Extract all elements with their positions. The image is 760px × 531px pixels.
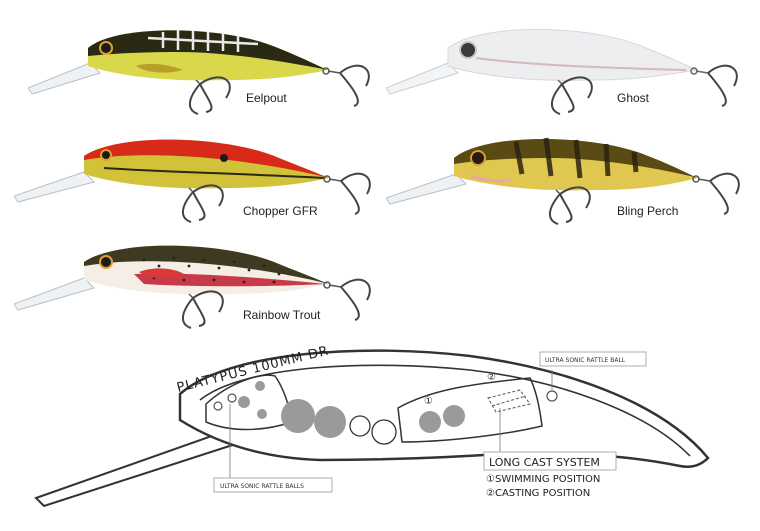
rattle-ball-label: ULTRA SONIC RATTLE BALL — [545, 357, 626, 364]
lure-label-ghost: Ghost — [617, 91, 650, 105]
rattle-balls-label: ULTRA SONIC RATTLE BALLS — [220, 483, 304, 490]
lure-chopper-gfr: Chopper GFR — [14, 128, 384, 228]
lure-label-eelpout: Eelpout — [246, 91, 287, 105]
lure-label-rainbow-trout: Rainbow Trout — [243, 308, 321, 322]
casting-position-label: ②CASTING POSITION — [486, 488, 590, 499]
swimming-position-label: ①SWIMMING POSITION — [486, 474, 600, 485]
lure-ghost: Ghost — [386, 18, 746, 118]
lure-eelpout: Eelpout — [28, 18, 378, 118]
lure-label-chopper-gfr: Chopper GFR — [243, 204, 318, 218]
lure-bling-perch-image — [386, 137, 740, 225]
lure-label-bling-perch: Bling Perch — [617, 204, 679, 218]
lure-ghost-image — [386, 28, 738, 115]
long-cast-title: LONG CAST SYSTEM — [489, 456, 600, 469]
lure-rainbow-trout-image — [14, 245, 371, 329]
lure-rainbow-trout: Rainbow Trout — [14, 236, 384, 336]
lure-chopper-gfr-image — [14, 139, 371, 223]
lure-cutaway-diagram: PLATYPUS 100MM DR ULTRA SONIC RATTLE BAL… — [0, 330, 760, 526]
platypus-diagram-svg: PLATYPUS 100MM DR ULTRA SONIC RATTLE BAL… — [34, 344, 710, 508]
marker-1: ① — [424, 396, 433, 407]
lure-eelpout-image — [28, 30, 370, 115]
lure-bling-perch: Bling Perch — [386, 128, 756, 228]
marker-2: ② — [487, 372, 496, 383]
